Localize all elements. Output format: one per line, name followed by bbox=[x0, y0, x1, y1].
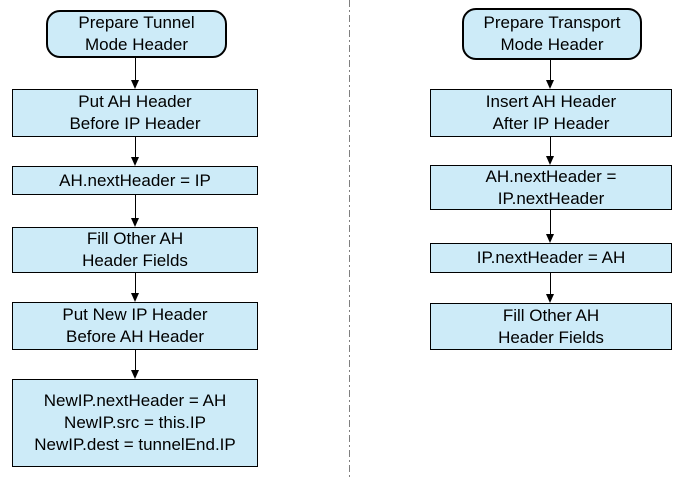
flow-arrow bbox=[131, 273, 140, 302]
node-insert-ah-header-after-ip-header: Insert AH Header After IP Header bbox=[430, 89, 672, 137]
flow-arrow bbox=[546, 210, 555, 243]
flow-arrow bbox=[131, 195, 140, 227]
node-prepare-tunnel-mode-header: Prepare Tunnel Mode Header bbox=[46, 10, 227, 58]
node-ip-nextheader-equals-ah: IP.nextHeader = AH bbox=[430, 243, 672, 273]
flow-arrow bbox=[546, 60, 555, 89]
node-prepare-transport-mode-header: Prepare Transport Mode Header bbox=[462, 8, 642, 60]
node-ah-nextheader-equals-ip: AH.nextHeader = IP bbox=[12, 166, 258, 195]
flow-arrow bbox=[546, 137, 555, 165]
flow-arrow bbox=[546, 273, 555, 303]
node-put-ah-header-before-ip-header: Put AH Header Before IP Header bbox=[12, 89, 258, 137]
node-put-new-ip-header-before-ah-header: Put New IP Header Before AH Header bbox=[12, 302, 258, 350]
flow-arrow bbox=[131, 350, 140, 379]
flow-arrow bbox=[131, 58, 140, 89]
flow-arrow bbox=[131, 137, 140, 166]
node-newip-assignments: NewIP.nextHeader = AH NewIP.src = this.I… bbox=[12, 379, 258, 467]
column-divider bbox=[349, 0, 350, 479]
node-fill-other-ah-header-fields-left: Fill Other AH Header Fields bbox=[12, 227, 258, 273]
node-fill-other-ah-header-fields-right: Fill Other AH Header Fields bbox=[430, 303, 672, 350]
node-ah-nextheader-equals-ip-nextheader: AH.nextHeader = IP.nextHeader bbox=[430, 165, 672, 210]
